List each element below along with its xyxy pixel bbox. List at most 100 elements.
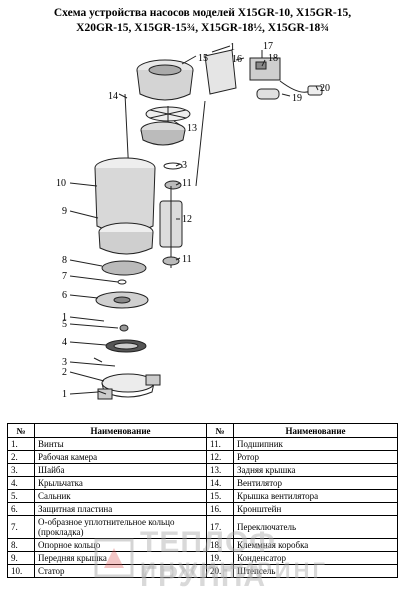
callout-2: 2 — [62, 367, 67, 378]
part-number: 8. — [7, 538, 35, 552]
part-name: Подшипник — [233, 437, 398, 451]
part-name: Крышка вентилятора — [233, 489, 398, 503]
callout-18: 18 — [268, 53, 278, 64]
callout-12: 12 — [182, 214, 192, 225]
part-name: Винты — [34, 437, 207, 451]
fan-part — [145, 106, 191, 122]
rotor-part — [159, 186, 183, 268]
page-title: Схема устройства насосов моделей X15GR-1… — [0, 6, 405, 36]
col-number-2: № — [206, 423, 234, 438]
table-row: 8. Опорное кольцо 18. Клеммная коробка — [7, 538, 398, 552]
callout-16: 16 — [232, 54, 242, 65]
callout-4: 4 — [62, 337, 67, 348]
part-number: 19. — [206, 551, 234, 565]
table-row: 5. Сальник 15. Крышка вентилятора — [7, 489, 398, 503]
plug-part — [307, 85, 323, 96]
part-number: 12. — [206, 450, 234, 464]
part-name: О-образное уплотнительное кольцо (прокла… — [34, 515, 207, 539]
part-name: Клеммная коробка — [233, 538, 398, 552]
part-name: Конденсатор — [233, 551, 398, 565]
pump-exploded-diagram: 13 14 15 16 1 17 18 19 20 3 11 12 11 10 … — [56, 41, 330, 400]
fan-cover-part — [136, 59, 194, 101]
table-row: 10. Статор 20. Штепсель — [7, 564, 398, 578]
part-number: 20. — [206, 564, 234, 578]
part-number: 2. — [7, 450, 35, 464]
parts-table: № Наименование № Наименование 1. Винты 1… — [7, 423, 398, 578]
part-number: 4. — [7, 476, 35, 490]
bearing-part — [164, 180, 182, 190]
table-row: 3. Шайба 13. Задняя крышка — [7, 463, 398, 477]
part-name: Кронштейн — [233, 502, 398, 516]
capacitor-part — [256, 88, 280, 100]
terminal-box-part — [249, 57, 281, 81]
callout-19: 19 — [292, 93, 302, 104]
callout-11-top: 11 — [182, 178, 192, 189]
title-line-1: Схема устройства насосов моделей X15GR-1… — [53, 7, 352, 19]
front-cover-part — [98, 222, 154, 255]
pump-chamber-part — [97, 373, 161, 400]
part-name: Вентилятор — [233, 476, 398, 490]
part-number: 18. — [206, 538, 234, 552]
part-name: Рабочая камера — [34, 450, 207, 464]
part-number: 16. — [206, 502, 234, 516]
protective-plate-part — [95, 291, 149, 309]
part-number: 11. — [206, 437, 234, 451]
seal-part — [119, 324, 129, 332]
rear-cover-part — [140, 121, 186, 146]
callout-3: 3 — [62, 357, 67, 368]
col-name-2: Наименование — [233, 423, 398, 438]
callout-15: 15 — [198, 53, 208, 64]
callout-7: 7 — [62, 271, 67, 282]
part-name: Крыльчатка — [34, 476, 207, 490]
part-name: Опорное кольцо — [34, 538, 207, 552]
col-number-1: № — [7, 423, 35, 438]
col-name-1: Наименование — [34, 423, 207, 438]
table-row: 4. Крыльчатка 14. Вентилятор — [7, 476, 398, 490]
part-name: Статор — [34, 564, 207, 578]
callout-6: 6 — [62, 290, 67, 301]
part-name: Сальник — [34, 489, 207, 503]
part-number: 1. — [7, 437, 35, 451]
part-number: 13. — [206, 463, 234, 477]
callout-10: 10 — [56, 178, 66, 189]
callout-13: 13 — [187, 123, 197, 134]
callout-5: 5 — [62, 319, 67, 330]
part-number: 3. — [7, 463, 35, 477]
part-number: 5. — [7, 489, 35, 503]
part-name: Шайба — [34, 463, 207, 477]
bracket-part — [204, 49, 237, 95]
callout-14: 14 — [108, 91, 118, 102]
part-name: Ротор — [233, 450, 398, 464]
o-ring-part — [117, 279, 127, 285]
callout-8: 8 — [62, 255, 67, 266]
part-name: Защитная пластина — [34, 502, 207, 516]
callout-20: 20 — [320, 83, 330, 94]
part-number: 15. — [206, 489, 234, 503]
impeller-part — [105, 339, 147, 353]
callout-1: 1 — [62, 389, 67, 400]
callout-9: 9 — [62, 206, 67, 217]
part-number: 9. — [7, 551, 35, 565]
table-row: 9. Передняя крышка 19. Конденсатор — [7, 551, 398, 565]
table-row: 7. О-образное уплотнительное кольцо (про… — [7, 515, 398, 539]
table-row: 6. Защитная пластина 16. Кронштейн — [7, 502, 398, 516]
part-name: Переключатель — [233, 515, 398, 539]
parts-table-header: № Наименование № Наименование — [7, 423, 398, 438]
callout-1-top: 1 — [230, 42, 235, 53]
part-name: Штепсель — [233, 564, 398, 578]
part-number: 6. — [7, 502, 35, 516]
part-name: Задняя крышка — [233, 463, 398, 477]
part-name: Передняя крышка — [34, 551, 207, 565]
part-number: 10. — [7, 564, 35, 578]
callout-1-mid: 1 — [62, 312, 67, 323]
title-line-2: X20GR-15, X15GR-15¾, X15GR-18½, X15GR-18… — [76, 22, 329, 34]
callout-3-top: 3 — [182, 160, 187, 171]
part-number: 14. — [206, 476, 234, 490]
callout-17: 17 — [263, 41, 273, 52]
stator-part — [94, 157, 156, 234]
table-row: 2. Рабочая камера 12. Ротор — [7, 450, 398, 464]
part-number: 7. — [7, 515, 35, 539]
part-number: 17. — [206, 515, 234, 539]
support-ring-part — [101, 260, 147, 276]
callout-11-bottom: 11 — [182, 254, 192, 265]
